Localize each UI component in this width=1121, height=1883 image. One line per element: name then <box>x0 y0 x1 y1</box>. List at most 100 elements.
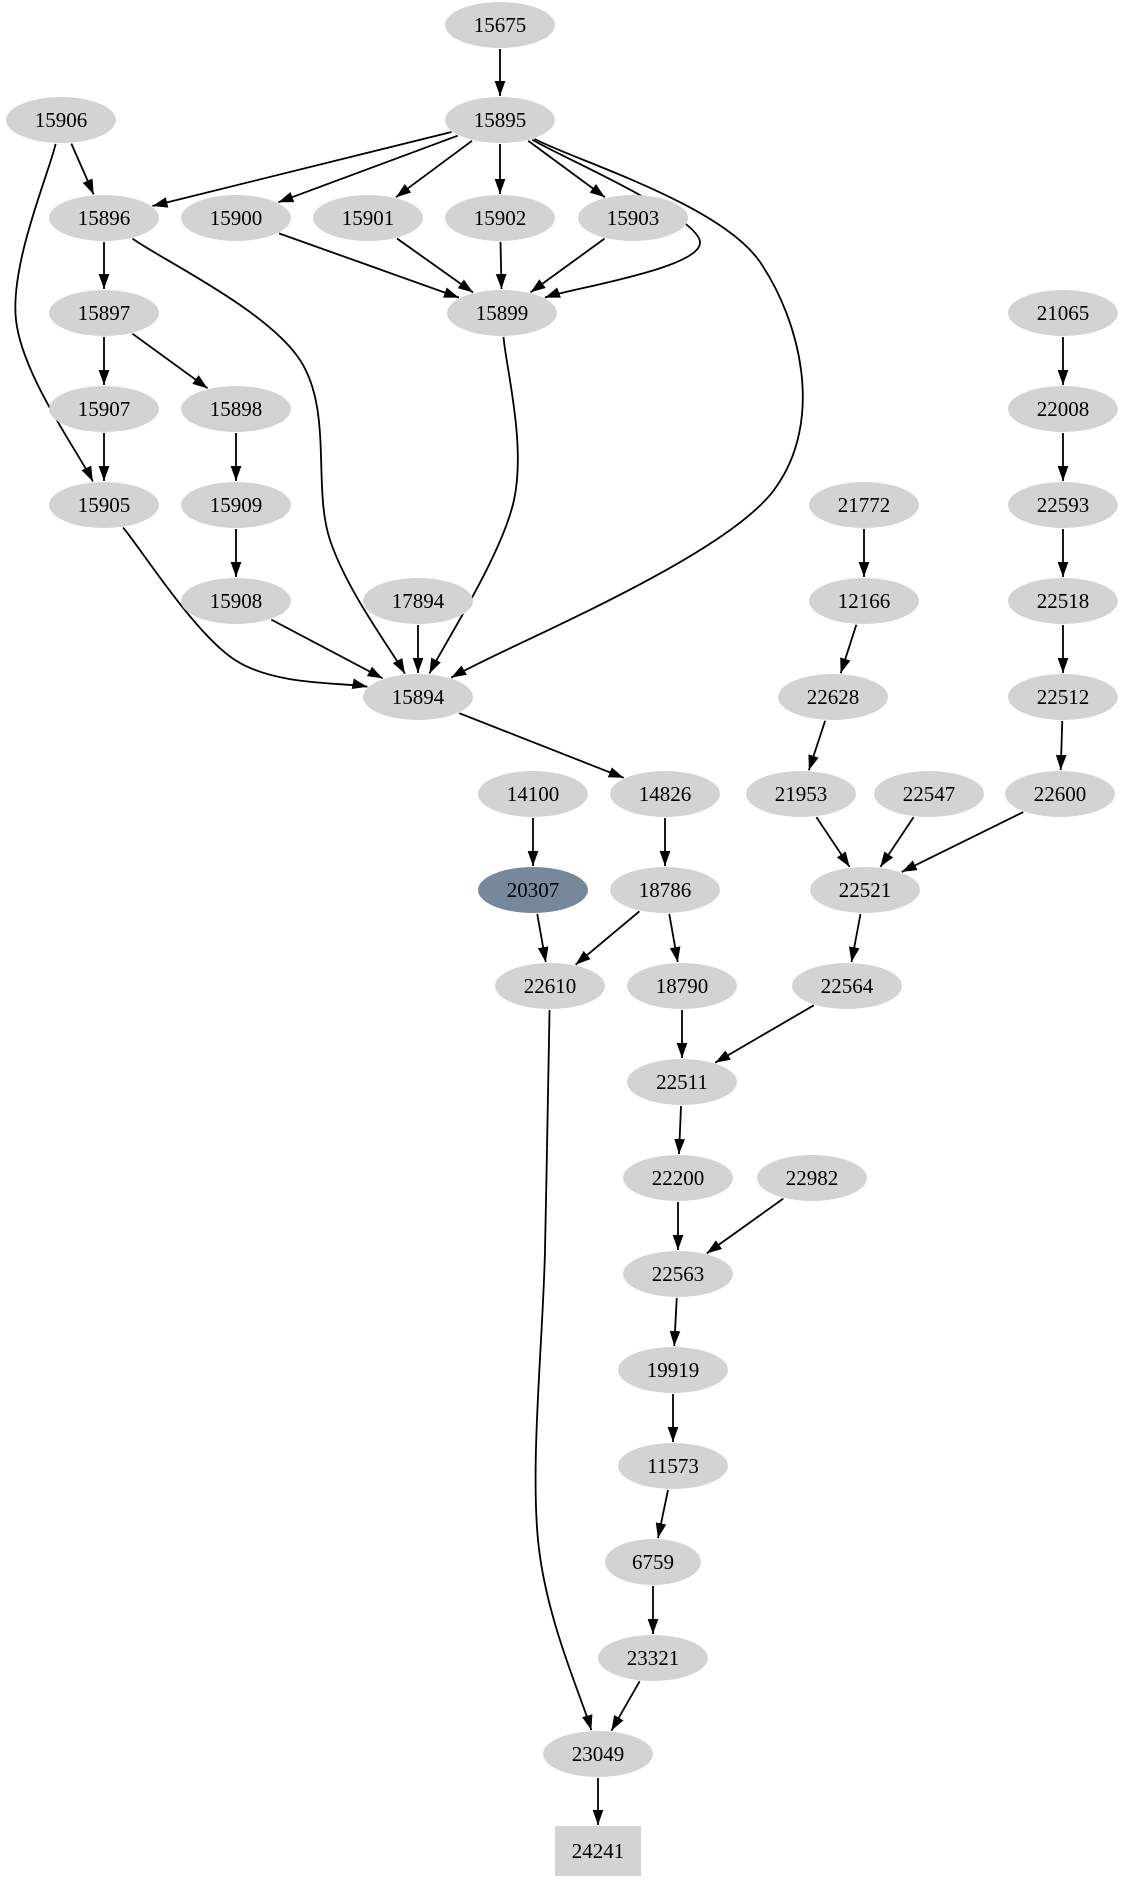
node-label-12166: 12166 <box>838 589 891 613</box>
node-label-18786: 18786 <box>639 878 692 902</box>
node-shape-14100 <box>478 771 588 817</box>
edge-22563-19919 <box>669 1297 681 1347</box>
node-19919: 19919 <box>618 1347 728 1393</box>
edge-15906-15896 <box>70 143 95 195</box>
edge-15903-15899 <box>529 237 606 294</box>
node-shape-15905 <box>49 482 159 528</box>
node-15902: 15902 <box>445 195 555 241</box>
node-15906: 15906 <box>6 97 116 143</box>
node-label-22512: 22512 <box>1037 685 1090 709</box>
node-label-23321: 23321 <box>627 1646 680 1670</box>
node-15897: 15897 <box>49 290 159 336</box>
edge-15894-14826 <box>458 712 625 779</box>
edge-22547-22521 <box>879 816 915 868</box>
node-11573: 11573 <box>618 1443 728 1489</box>
node-22564: 22564 <box>792 963 902 1009</box>
edge-22564-22511 <box>714 1004 815 1064</box>
node-12166: 12166 <box>809 578 919 624</box>
node-18786: 18786 <box>610 867 720 913</box>
edge-15900-15899 <box>278 232 460 299</box>
node-shape-24241 <box>555 1826 641 1876</box>
node-label-22547: 22547 <box>903 782 956 806</box>
edge-15906-15905 <box>14 143 94 482</box>
edge-22628-21953 <box>807 720 827 771</box>
node-shape-15906 <box>6 97 116 143</box>
node-15907: 15907 <box>49 386 159 432</box>
edge-15895-15896 <box>152 131 452 208</box>
node-shape-15903 <box>578 195 688 241</box>
node-label-15675: 15675 <box>474 13 527 37</box>
edge-15895-15899 <box>531 138 701 299</box>
node-label-15901: 15901 <box>342 206 395 230</box>
node-22982: 22982 <box>757 1155 867 1201</box>
node-label-17894: 17894 <box>392 589 445 613</box>
edge-15895-15900 <box>278 134 458 204</box>
edge-15905-15894 <box>122 526 368 690</box>
node-22628: 22628 <box>778 674 888 720</box>
node-22600: 22600 <box>1005 771 1115 817</box>
node-22593: 22593 <box>1008 482 1118 528</box>
edge-15896-15894 <box>131 237 406 675</box>
node-22610: 22610 <box>495 963 605 1009</box>
node-shape-18790 <box>627 963 737 1009</box>
edge-15902-15899 <box>495 241 507 290</box>
node-shape-15909 <box>181 482 291 528</box>
node-shape-22511 <box>627 1059 737 1105</box>
node-shape-23321 <box>598 1635 708 1681</box>
node-shape-23049 <box>543 1731 653 1777</box>
node-18790: 18790 <box>627 963 737 1009</box>
node-15896: 15896 <box>49 195 159 241</box>
node-label-15898: 15898 <box>210 397 263 421</box>
node-shape-6759 <box>605 1539 701 1585</box>
node-21953: 21953 <box>746 771 856 817</box>
node-shape-22518 <box>1008 578 1118 624</box>
node-shape-22982 <box>757 1155 867 1201</box>
node-15905: 15905 <box>49 482 159 528</box>
node-label-22610: 22610 <box>524 974 577 998</box>
node-shape-18786 <box>610 867 720 913</box>
node-shape-15896 <box>49 195 159 241</box>
node-label-22628: 22628 <box>807 685 860 709</box>
edge-22610-23049 <box>534 1009 593 1731</box>
node-label-15906: 15906 <box>35 108 88 132</box>
node-20307: 20307 <box>478 867 588 913</box>
edge-15897-15898 <box>131 332 209 390</box>
node-shape-22600 <box>1005 771 1115 817</box>
node-label-22600: 22600 <box>1034 782 1087 806</box>
node-22547: 22547 <box>874 771 984 817</box>
node-shape-15908 <box>181 578 291 624</box>
node-21065: 21065 <box>1008 290 1118 336</box>
node-24241: 24241 <box>555 1826 641 1876</box>
edge-23321-23049 <box>610 1680 641 1732</box>
node-label-24241: 24241 <box>572 1839 625 1863</box>
node-15901: 15901 <box>313 195 423 241</box>
node-label-15900: 15900 <box>210 206 263 230</box>
node-21772: 21772 <box>809 482 919 528</box>
node-label-22521: 22521 <box>839 878 892 902</box>
edge-18786-18790 <box>668 913 681 963</box>
node-shape-15897 <box>49 290 159 336</box>
node-23049: 23049 <box>543 1731 653 1777</box>
node-label-15897: 15897 <box>78 301 131 325</box>
node-shape-20307 <box>478 867 588 913</box>
node-shape-15902 <box>445 195 555 241</box>
node-shape-15907 <box>49 386 159 432</box>
node-shape-12166 <box>809 578 919 624</box>
node-shape-21772 <box>809 482 919 528</box>
node-label-21772: 21772 <box>838 493 891 517</box>
node-shape-15675 <box>445 2 555 48</box>
node-label-22511: 22511 <box>656 1070 708 1094</box>
node-15675: 15675 <box>445 2 555 48</box>
node-shape-22564 <box>792 963 902 1009</box>
node-label-11573: 11573 <box>647 1454 699 1478</box>
node-15894: 15894 <box>363 674 473 720</box>
node-15903: 15903 <box>578 195 688 241</box>
node-label-22982: 22982 <box>786 1166 839 1190</box>
node-label-22200: 22200 <box>652 1166 705 1190</box>
node-label-21065: 21065 <box>1037 301 1090 325</box>
node-22200: 22200 <box>623 1155 733 1201</box>
node-22521: 22521 <box>810 867 920 913</box>
node-label-22518: 22518 <box>1037 589 1090 613</box>
node-label-15908: 15908 <box>210 589 263 613</box>
